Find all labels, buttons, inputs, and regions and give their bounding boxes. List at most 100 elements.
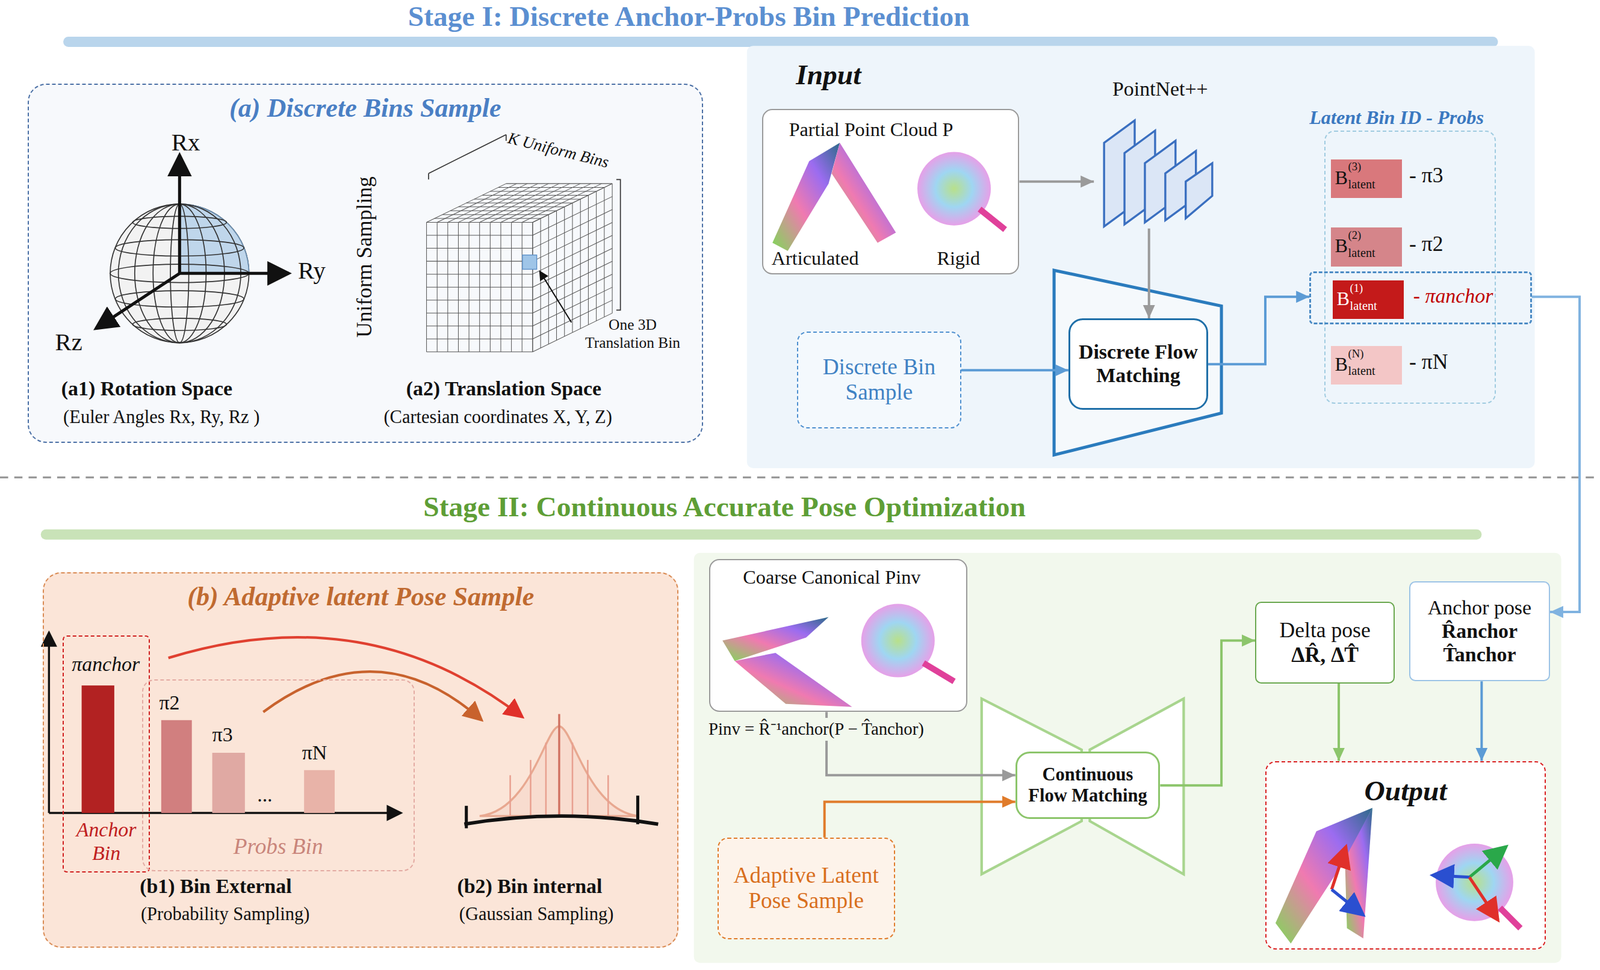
sample-box: Adaptive Latent Pose Sample <box>717 837 896 941</box>
drawing-line <box>426 313 533 314</box>
connector <box>1531 296 1580 613</box>
connector <box>1208 296 1310 365</box>
drawing-line <box>0 476 1600 479</box>
node-text: Continuous Flow Matching <box>1023 764 1153 807</box>
drawing-g <box>426 183 613 353</box>
label-text: - π2 <box>1409 231 1444 257</box>
node-text: (3) <box>1348 160 1362 173</box>
drawing-line <box>500 222 501 353</box>
drawing-path <box>168 637 523 718</box>
drawing-polygon <box>1185 163 1213 219</box>
node-text: Articulated <box>771 247 859 270</box>
drawing-line <box>532 261 613 300</box>
drawing-g <box>0 36 1600 964</box>
node-text: Partial Point Cloud P <box>789 118 954 141</box>
drawing-line <box>612 183 613 314</box>
node-text: B <box>1335 234 1348 258</box>
connector <box>1019 180 1094 183</box>
connector <box>1337 683 1340 762</box>
drawing-line <box>595 191 597 321</box>
connector <box>824 801 1016 838</box>
label-text: (Cartesian coordinates X, Y, Z) <box>383 406 612 428</box>
drawing-line <box>506 183 613 185</box>
bin-cube: B(3)latent <box>1330 159 1403 199</box>
label-text: (a1) Rotation Space <box>61 377 233 401</box>
drawing-line <box>532 222 533 353</box>
label-text: πN <box>302 741 328 766</box>
drawing-rect <box>42 572 679 949</box>
sample-box: Discrete Bin Sample <box>796 331 962 429</box>
drawing-line <box>489 222 491 353</box>
drawing-line <box>426 287 533 288</box>
drawing-line <box>521 222 523 353</box>
drawing-ellipse <box>132 318 227 331</box>
drawing-line <box>588 195 589 325</box>
node-text: PointNet++ <box>1093 77 1227 102</box>
node-text: (1) <box>1350 281 1364 295</box>
node-text: Input <box>795 58 861 92</box>
anchor-highlight: - πanchor B(1)latent <box>1309 271 1532 325</box>
label-text: Uniform Sampling <box>352 176 377 338</box>
label-text: (a2) Translation Space <box>406 377 602 401</box>
drawing-rect <box>709 559 968 713</box>
drawing-line <box>571 742 574 817</box>
drawing-rect <box>303 770 335 814</box>
label-text: - π3 <box>1409 163 1444 188</box>
bin-cube: B(1)latent <box>1332 280 1405 320</box>
drawing-polygon <box>1275 808 1373 944</box>
drawing-polygon <box>734 653 853 708</box>
node-text: Rigid <box>936 247 980 270</box>
drawing-rect <box>27 83 704 444</box>
drawing-line <box>603 187 605 318</box>
node-text: B <box>1335 353 1348 376</box>
drawing-line <box>511 183 592 223</box>
drawing-line <box>489 191 596 193</box>
label-text: Stage I: Discrete Anchor-Probs Bin Predi… <box>408 0 970 34</box>
process-box: Discrete Flow Matching <box>1068 318 1209 411</box>
bin-cube: B(N) latent <box>1330 346 1403 385</box>
node-text: Adaptive Latent Pose Sample <box>724 863 888 915</box>
drawing-line <box>178 155 182 274</box>
node-text: Probs Bin <box>143 834 414 861</box>
bin-cube: B(2)latent <box>1330 227 1403 267</box>
drawing-line <box>426 351 533 353</box>
drawing-line <box>498 187 605 188</box>
drawing-line <box>571 202 573 333</box>
label-text: Rx <box>171 128 200 158</box>
node-text: Coarse Canonical Pinv <box>742 566 921 589</box>
process-box: Continuous Flow Matching <box>1015 751 1161 820</box>
label-text: Stage II: Continuous Accurate Pose Optim… <box>423 490 1026 524</box>
node-text: (2) <box>1348 228 1362 242</box>
input-box: Partial Point Cloud P Articulated Rigid <box>762 108 1020 275</box>
node-text: Discrete Flow Matching <box>1076 340 1201 388</box>
network-icon: PointNet++ <box>1093 77 1227 229</box>
node-text: T̂anchor <box>1442 643 1516 667</box>
drawing-line <box>1432 875 1470 878</box>
drawing-path <box>464 816 658 825</box>
drawing-line <box>636 795 640 825</box>
drawing-line <box>521 183 602 223</box>
drawing-line <box>532 222 533 353</box>
drawing-path <box>263 671 482 721</box>
node-text: latent <box>1348 364 1376 379</box>
label-text: (Gaussian Sampling) <box>459 904 614 926</box>
drawing-g <box>95 155 289 329</box>
connector <box>961 368 1069 372</box>
drawing-line <box>532 183 613 223</box>
output-box: Output <box>1265 761 1546 951</box>
node-text: - πanchor <box>1413 284 1494 309</box>
drawing-polygon <box>772 142 840 252</box>
drawing-line <box>529 760 532 817</box>
drawing-line <box>545 742 548 817</box>
drawing-line <box>539 271 572 323</box>
node-text: (N) <box>1348 347 1365 360</box>
label-text: Pinv = R̂⁻¹anchor(P − T̂anchor) <box>706 718 927 741</box>
drawing-polygon <box>1054 270 1222 456</box>
drawing-line <box>532 287 613 326</box>
drawing-path <box>923 663 955 683</box>
label-text: π2 <box>158 691 180 716</box>
drawing-line <box>426 338 533 340</box>
drawing-line <box>48 632 50 814</box>
